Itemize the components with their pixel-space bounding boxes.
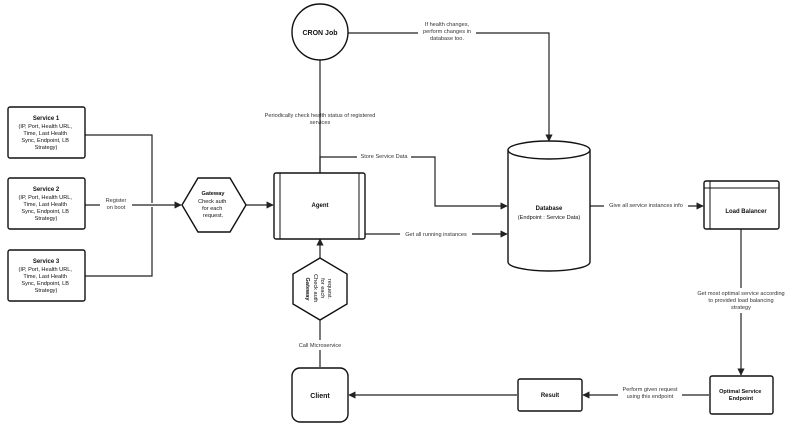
connectors (85, 32, 745, 399)
result-node: Result (517, 378, 583, 412)
service-1-box: Service 1 (IP, Port, Health URL, Time, L… (7, 106, 86, 159)
service-1-title: Service 1 (33, 116, 60, 122)
optimal-service-node: Optimal Service Endpoint (709, 375, 774, 415)
periodic-check-label: Periodically check health status of regi… (265, 113, 376, 126)
optimal-service-title: Optimal Service Endpoint (719, 389, 763, 402)
agent-title: Agent (312, 203, 329, 209)
call-microservice-label: Call Microservice (299, 343, 342, 349)
service-3-box: Service 3 (IP, Port, Health URL, Time, L… (7, 249, 86, 302)
load-balancer-node: Load Balancer (703, 180, 780, 230)
gateway-left-node: Gateway Check auth for each request. (181, 177, 247, 233)
gateway-bottom-node: Gateway Check auth for each request. (292, 257, 348, 321)
agent-node: Agent (273, 172, 366, 240)
database-subtitle: (Endpoint : Service Data) (518, 215, 581, 221)
gateway-left-details: Check auth for each request. (198, 199, 228, 219)
cron-job-title: CRON Job (303, 30, 338, 37)
database-node: Database (Endpoint : Service Data) (507, 140, 591, 272)
store-data-label: Store Service Data (361, 154, 409, 160)
service1-connector (85, 134, 153, 203)
service3-connector (85, 207, 153, 277)
service-1-details: (IP, Port, Health URL, Time, Last Health… (19, 124, 74, 151)
service-2-title: Service 2 (33, 187, 60, 193)
service-2-box: Service 2 (IP, Port, Health URL, Time, L… (7, 177, 86, 230)
service-3-title: Service 3 (33, 259, 60, 265)
gateway-bottom-title: Gateway (304, 277, 310, 301)
gateway-left-title: Gateway (201, 191, 225, 197)
client-title: Client (310, 393, 330, 400)
database-title: Database (536, 206, 563, 212)
give-info-label: Give all service instances info (609, 203, 683, 209)
gateway-bottom-details: Check auth for each request. (312, 274, 332, 304)
service-2-details: (IP, Port, Health URL, Time, Last Health… (19, 195, 74, 222)
client-node: Client (291, 367, 349, 423)
store-data-arrow (319, 156, 508, 210)
load-balancer-title: Load Balancer (725, 209, 767, 215)
cron-job-node: CRON Job (291, 3, 349, 61)
health-change-arrow (348, 32, 553, 142)
get-instances-label: Get all running instances (405, 232, 467, 238)
result-title: Result (541, 393, 559, 399)
service-3-details: (IP, Port, Health URL, Time, Last Health… (19, 267, 74, 294)
